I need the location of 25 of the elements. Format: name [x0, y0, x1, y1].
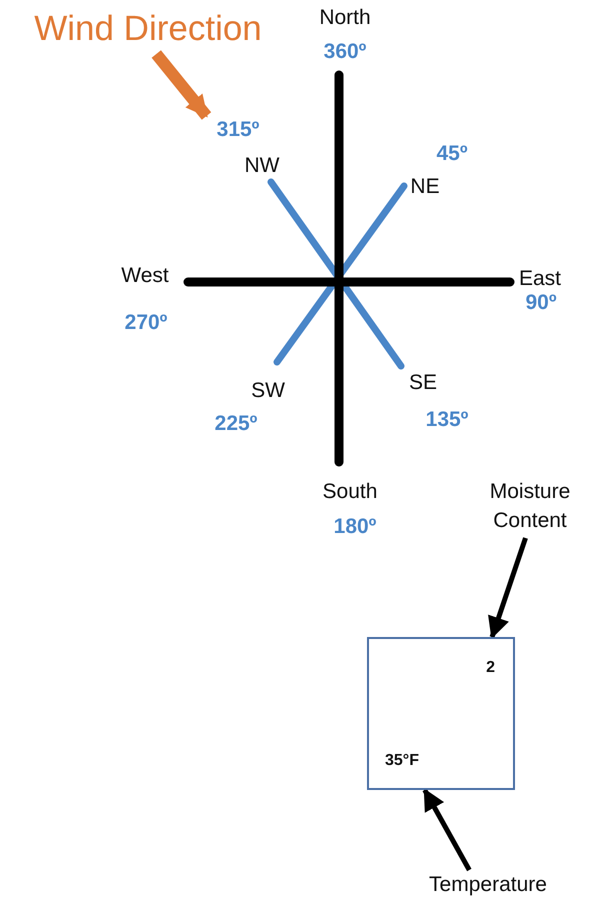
- degree-label: 135º: [426, 408, 468, 432]
- arrow: [422, 788, 472, 872]
- callout-text: Temperature: [429, 872, 547, 898]
- degree-label: 90º: [525, 291, 557, 315]
- degree-label: 360º: [324, 40, 366, 64]
- title-text: Wind Direction: [34, 9, 262, 49]
- direction-label: East: [518, 267, 562, 291]
- direction-label: NW: [244, 154, 280, 178]
- callout-text: Moisture Content: [488, 478, 572, 534]
- degree-label: 225º: [214, 412, 258, 436]
- direction-label: North: [319, 6, 371, 30]
- degree-label: 315º: [216, 118, 260, 142]
- direction-label: West: [121, 264, 169, 288]
- direction-label: South: [322, 480, 378, 504]
- data-square: [367, 637, 515, 790]
- degree-label: 270º: [124, 311, 168, 335]
- value-text: 2: [486, 659, 495, 677]
- degree-label: 180º: [334, 515, 376, 539]
- direction-label: SE: [409, 371, 437, 395]
- degree-label: 45º: [436, 142, 468, 166]
- value-text: 35°F: [385, 752, 419, 770]
- arrow: [488, 537, 528, 639]
- direction-label: NE: [410, 175, 440, 199]
- direction-label: SW: [251, 379, 285, 403]
- arrow: [152, 50, 212, 120]
